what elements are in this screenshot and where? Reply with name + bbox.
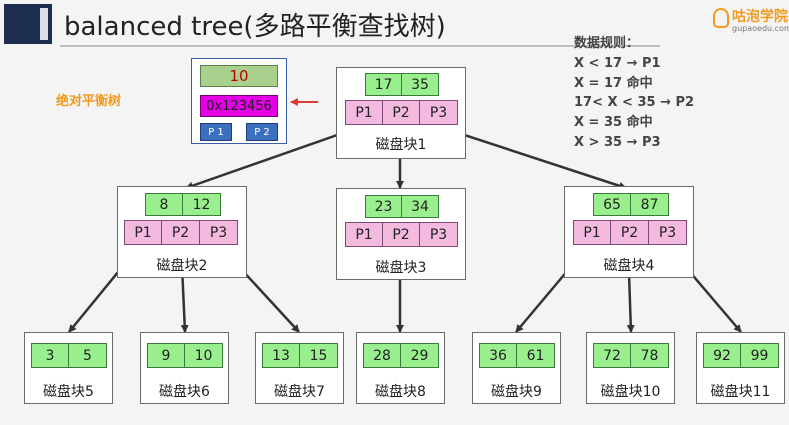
disk-block-9: 36 61 磁盘块9 xyxy=(472,332,561,404)
pointer-cell: P1 xyxy=(573,220,611,245)
key-cell: 17 xyxy=(365,73,402,96)
key-row: 28 29 xyxy=(363,343,439,368)
key-cell: 72 xyxy=(593,343,631,368)
key-cell: 87 xyxy=(631,193,669,216)
key-row: 9 10 xyxy=(147,343,223,368)
key-row: 8 12 xyxy=(145,193,221,216)
key-cell: 28 xyxy=(363,343,401,368)
disk-block-5: 3 5 磁盘块5 xyxy=(24,332,113,404)
lightbulb-icon xyxy=(713,8,729,28)
key-cell: 35 xyxy=(402,73,439,96)
block-caption: 磁盘块11 xyxy=(710,384,771,400)
block-caption: 磁盘块3 xyxy=(375,260,427,276)
block-caption: 磁盘块9 xyxy=(491,384,542,400)
key-row: 72 78 xyxy=(593,343,669,368)
record-structure-card: 10 0x123456 P 1 P 2 xyxy=(191,58,287,144)
key-cell: 78 xyxy=(631,343,669,368)
disk-block-7: 13 15 磁盘块7 xyxy=(255,332,344,404)
key-row: 65 87 xyxy=(593,193,669,216)
record-pointer-2: P 2 xyxy=(246,123,278,141)
key-cell: 13 xyxy=(262,343,300,368)
balanced-tree-label: 绝对平衡树 xyxy=(56,94,122,109)
pointer-cell: P1 xyxy=(345,100,383,125)
link-root-p3 xyxy=(436,124,627,190)
key-cell: 12 xyxy=(183,193,221,216)
key-cell: 34 xyxy=(402,195,439,218)
pointer-cell: P3 xyxy=(420,100,458,125)
pointer-row: P1 P2 P3 xyxy=(573,220,687,245)
block-caption: 磁盘块10 xyxy=(600,384,661,400)
pointer-cell: P3 xyxy=(649,220,687,245)
pointer-cell: P2 xyxy=(383,222,420,247)
key-row: 17 35 xyxy=(365,73,439,96)
rule-line: 17< X < 35 → P2 xyxy=(574,95,695,111)
key-cell: 92 xyxy=(703,343,741,368)
record-address: 0x123456 xyxy=(200,95,278,117)
key-cell: 61 xyxy=(517,343,555,368)
data-rules: 数据规则： X < 17 → P1 X = 17 命中 17< X < 35 →… xyxy=(574,34,694,153)
key-cell: 8 xyxy=(145,193,183,216)
key-cell: 29 xyxy=(401,343,439,368)
brand-logo: 咕泡学院 gupaoedu.com xyxy=(713,6,789,38)
link-root-p1 xyxy=(185,124,364,190)
key-cell: 10 xyxy=(185,343,223,368)
key-row: 92 99 xyxy=(703,343,779,368)
key-cell: 5 xyxy=(69,343,107,368)
pointer-cell: P2 xyxy=(162,220,200,245)
pointer-row: P1 P2 P3 xyxy=(345,222,458,247)
title-underline xyxy=(60,45,660,47)
block-caption: 磁盘块5 xyxy=(43,384,94,400)
block-caption: 磁盘块7 xyxy=(274,384,325,400)
block-caption: 磁盘块2 xyxy=(156,258,208,274)
pointer-cell: P3 xyxy=(200,220,238,245)
disk-block-4: 65 87 P1 P2 P3 磁盘块4 xyxy=(564,186,694,278)
disk-block-1: 17 35 P1 P2 P3 磁盘块1 xyxy=(336,67,466,159)
disk-block-8: 28 29 磁盘块8 xyxy=(356,332,445,404)
pointer-cell: P1 xyxy=(124,220,162,245)
rule-line: X < 17 → P1 xyxy=(574,55,661,71)
block-caption: 磁盘块1 xyxy=(375,137,427,153)
logo-subtext: gupaoedu.com xyxy=(732,24,789,33)
block-caption: 磁盘块4 xyxy=(603,258,655,274)
pointer-cell: P2 xyxy=(611,220,649,245)
pointer-cell: P2 xyxy=(383,100,420,125)
key-row: 23 34 xyxy=(365,195,439,218)
rule-line: X > 35 → P3 xyxy=(574,134,661,150)
rules-heading: 数据规则： xyxy=(574,36,640,51)
key-cell: 36 xyxy=(479,343,517,368)
pointer-row: P1 P2 P3 xyxy=(345,100,458,125)
pointer-row: P1 P2 P3 xyxy=(124,220,238,245)
key-row: 13 15 xyxy=(262,343,338,368)
disk-block-11: 92 99 磁盘块11 xyxy=(696,332,785,404)
rule-line: X = 35 命中 xyxy=(574,115,653,131)
logo-text: 咕泡学院 xyxy=(732,9,788,25)
block-caption: 磁盘块6 xyxy=(159,384,210,400)
record-value: 10 xyxy=(200,65,278,87)
key-cell: 9 xyxy=(147,343,185,368)
disk-block-2: 8 12 P1 P2 P3 磁盘块2 xyxy=(117,186,247,278)
key-row: 3 5 xyxy=(31,343,107,368)
disk-block-6: 9 10 磁盘块6 xyxy=(140,332,229,404)
pointer-cell: P3 xyxy=(420,222,458,247)
key-cell: 99 xyxy=(741,343,779,368)
disk-block-10: 72 78 磁盘块10 xyxy=(586,332,675,404)
key-cell: 23 xyxy=(365,195,402,218)
disk-block-3: 23 34 P1 P2 P3 磁盘块3 xyxy=(336,188,466,280)
key-cell: 65 xyxy=(593,193,631,216)
key-cell: 3 xyxy=(31,343,69,368)
rule-line: X = 17 命中 xyxy=(574,75,653,91)
key-row: 36 61 xyxy=(479,343,555,368)
block-caption: 磁盘块8 xyxy=(375,384,426,400)
pointer-cell: P1 xyxy=(345,222,383,247)
record-pointer-1: P 1 xyxy=(200,123,232,141)
key-cell: 15 xyxy=(300,343,338,368)
title-accent-bar xyxy=(4,4,52,44)
page-title: balanced tree(多路平衡查找树) xyxy=(64,12,446,42)
